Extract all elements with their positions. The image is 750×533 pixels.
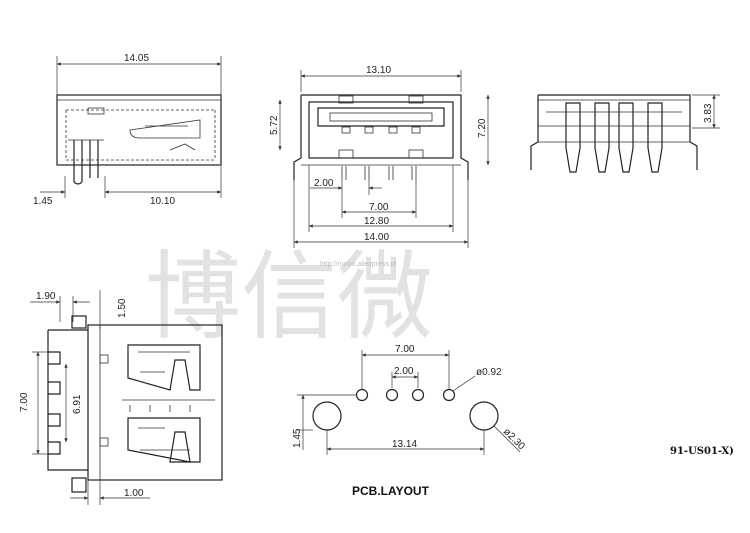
- dim-top-tab-len: 1.50: [117, 298, 128, 318]
- dim-front-inner-height: 5.72: [269, 115, 280, 135]
- pcb-pin-hole: [385, 388, 399, 402]
- watermark: 博信微 http://ruobo.aliexpress.pl: [145, 241, 433, 353]
- pcb-layout-label: PCB.LAYOUT: [352, 484, 430, 498]
- dim-pcb-peg-span: 13.14: [392, 439, 417, 450]
- dim-side-overall: 14.05: [124, 53, 149, 64]
- dim-pcb-small-hole: ø0.92: [476, 367, 502, 378]
- watermark-url: http://ruobo.aliexpress.pl: [320, 261, 397, 268]
- dim-top-inner: 6.91: [72, 394, 83, 414]
- dim-side-offset: 1.45: [33, 196, 53, 207]
- dim-pcb-pitch: 2.00: [394, 366, 414, 377]
- top-view: 1.90 1.50 7.00 6.91 1.00: [19, 290, 223, 505]
- dim-side-body: 10.10: [150, 196, 175, 207]
- pcb-pin-hole: [442, 388, 456, 402]
- dim-front-overall: 14.00: [364, 232, 389, 243]
- dim-pcb-offset: 1.45: [292, 428, 303, 448]
- pcb-pin-hole: [355, 388, 369, 402]
- pcb-pin-hole: [411, 388, 425, 402]
- dim-front-height: 7.20: [477, 118, 488, 138]
- watermark-text: 博信微: [145, 241, 433, 353]
- dim-front-shell: 12.80: [364, 216, 389, 227]
- front-view: 13.10 5.72 7.20 2.00 7.00: [269, 65, 490, 248]
- rear-view: 3.83: [530, 94, 720, 173]
- side-view: 14.05 1.45 10.10: [33, 53, 222, 207]
- dim-front-pin-span: 7.00: [369, 202, 389, 213]
- dim-top-span: 7.00: [19, 392, 30, 412]
- part-code: 91-US01-X): [670, 446, 734, 457]
- dim-front-pitch: 2.00: [314, 178, 334, 189]
- dim-front-width: 13.10: [366, 65, 391, 76]
- pcb-peg-hole: [469, 401, 499, 431]
- pcb-peg-hole: [312, 401, 342, 431]
- dim-pcb-big-hole: ø2.30: [501, 426, 527, 452]
- pcb-layout-view: 7.00 2.00 ø0.92 ø2.30 1.45 13.14 PCB.LAY…: [292, 344, 527, 498]
- dim-pcb-pin-span: 7.00: [395, 344, 415, 355]
- dim-top-bottom-tab: 1.00: [124, 488, 144, 499]
- dim-top-tab: 1.90: [36, 291, 56, 302]
- dim-rear-height: 3.83: [703, 103, 714, 123]
